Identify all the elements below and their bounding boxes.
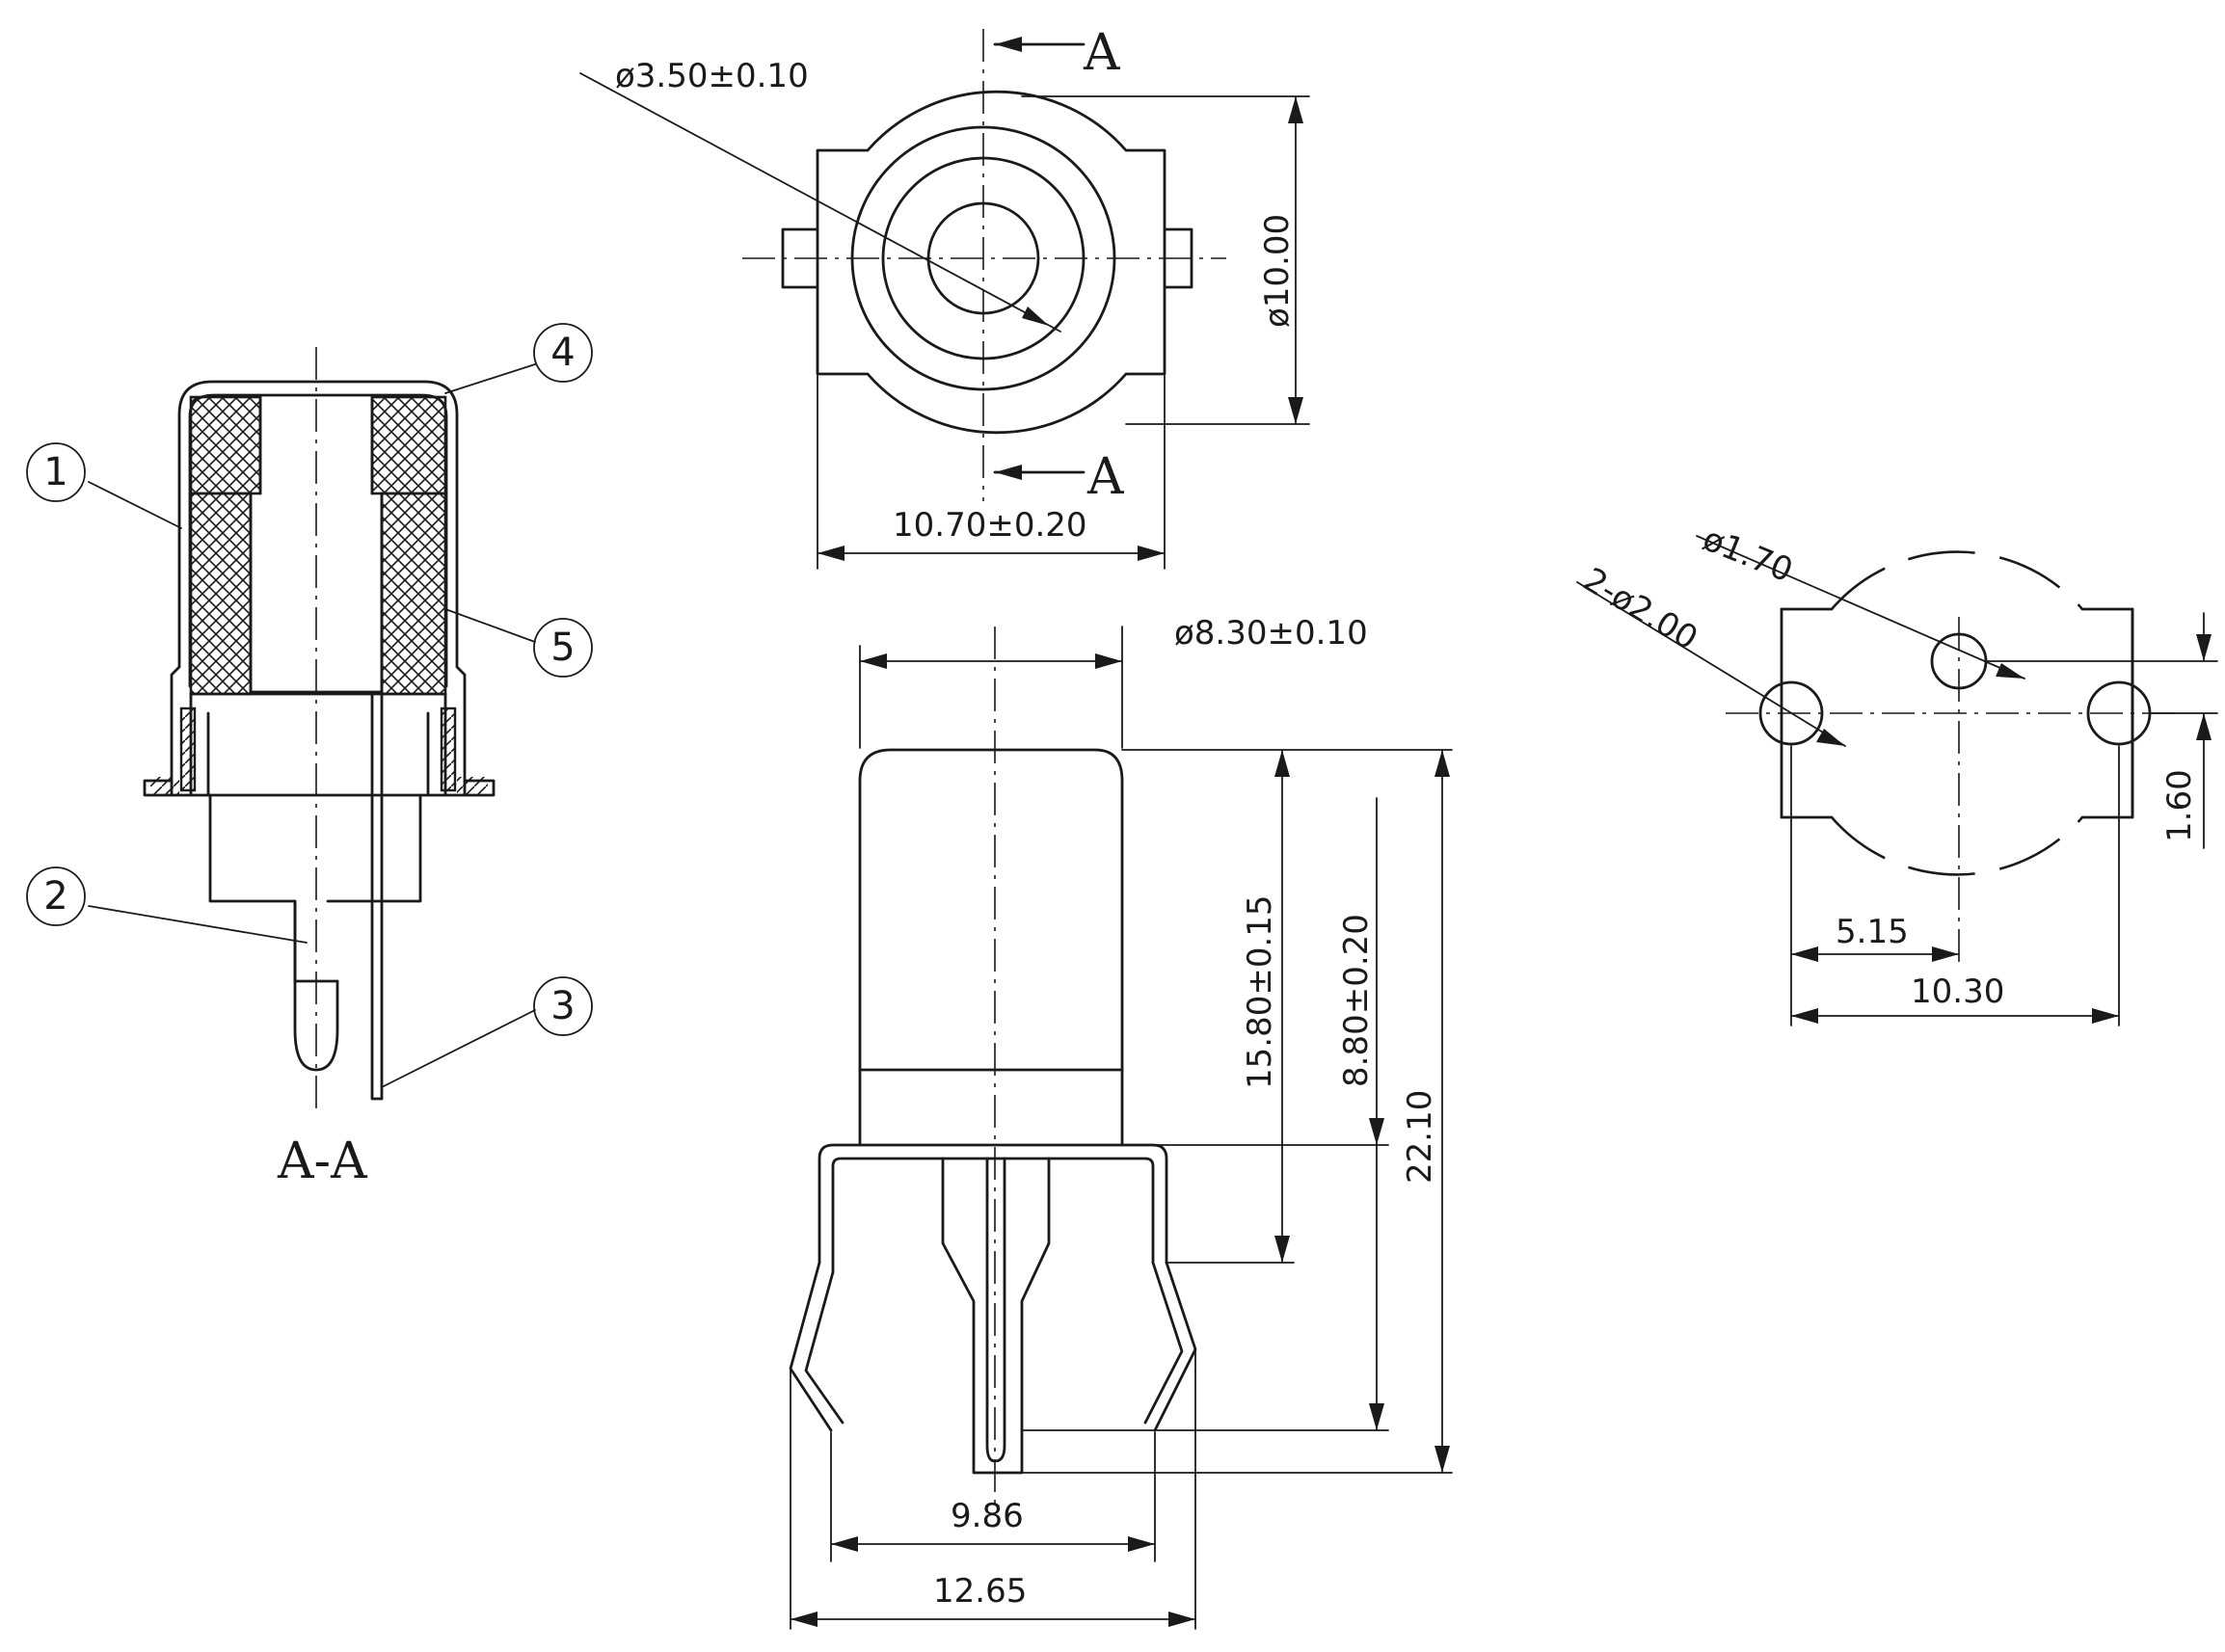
footprint-view: ø1.70 2-ø2.00 1.60 5.15 10.30 (1576, 520, 2218, 1026)
callout-5: 5 (550, 626, 575, 670)
dim-leg-outer: 12.65 (933, 1572, 1027, 1611)
dim-leg-inner: 9.86 (951, 1497, 1024, 1535)
dim-hole-dia: ø3.50±0.10 (615, 57, 809, 95)
dim-body-height: 15.80±0.15 (1241, 894, 1279, 1089)
dim-half-span: 5.15 (1836, 913, 1909, 951)
dim-body-dia: ø8.30±0.10 (1174, 614, 1368, 653)
top-view: A A ø3.50±0.10 ø10.00 10.70±0.20 (579, 24, 1310, 570)
section-marker-top: A (1083, 24, 1121, 82)
callout-3: 3 (550, 984, 575, 1028)
dim-hole-dia: 2-ø2.00 (1576, 560, 1703, 657)
dim-width: 10.70±0.20 (893, 506, 1087, 545)
dim-total-height: 22.10 (1401, 1090, 1439, 1184)
dim-pin-length: 8.80±0.20 (1337, 914, 1376, 1087)
dim-pin-dia: ø1.70 (1698, 520, 1798, 590)
dim-offset: 1.60 (2160, 769, 2199, 842)
dim-span: 10.30 (1911, 973, 2004, 1011)
section-view-aa: 1 2 3 4 5 A-A (26, 323, 593, 1190)
dim-outer-dia: ø10.00 (1258, 214, 1297, 328)
section-marker-bottom: A (1086, 448, 1125, 506)
section-title: A-A (277, 1132, 368, 1190)
callout-1: 1 (43, 450, 67, 494)
front-view: ø8.30±0.10 15.80±0.15 8.80±0.20 22.10 9.… (789, 614, 1453, 1630)
callout-4: 4 (550, 331, 575, 375)
callout-2: 2 (43, 874, 67, 919)
